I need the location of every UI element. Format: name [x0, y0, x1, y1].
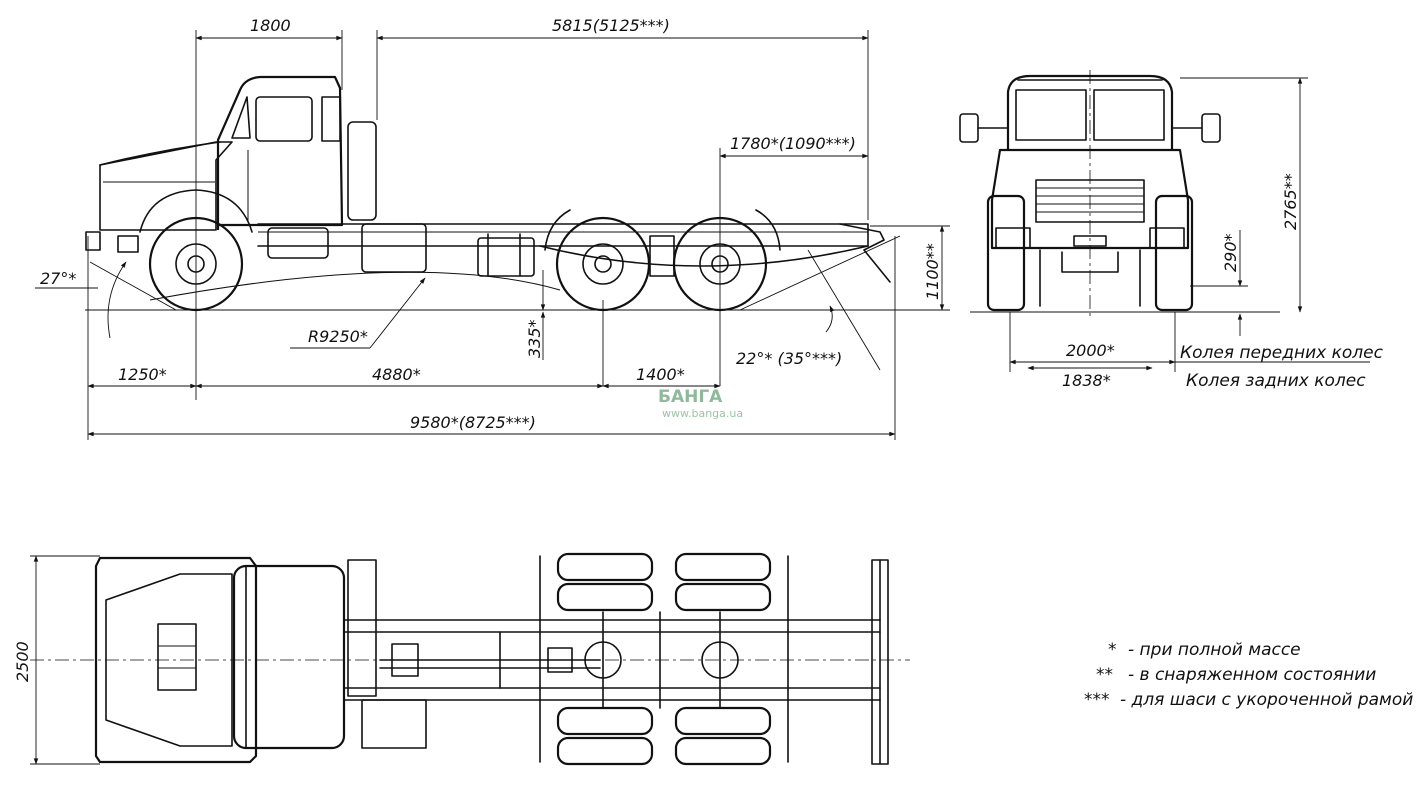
label-track-front: Колея передних колес	[1180, 343, 1384, 363]
rear-wheel-1	[544, 209, 651, 312]
dim-track-front: 2000*	[1066, 341, 1115, 360]
dim-track-rear: 1838*	[1062, 371, 1111, 390]
legend-text-3: - для шаси с укороченной рамой	[1120, 690, 1413, 710]
dim-frame-height: 1100**	[923, 243, 942, 300]
legend-mark-1: *	[1108, 640, 1117, 660]
watermark-url: www.banga.ua	[662, 407, 743, 420]
dim-wheelbase: 4880*	[372, 365, 421, 384]
dim-cab-length: 1800	[250, 16, 291, 35]
front-view: 2765** 290* 2000* 1838* Колея передних к…	[959, 70, 1384, 391]
rear-wheel-2	[672, 209, 781, 312]
dim-height: 2765**	[1281, 173, 1300, 230]
dim-departure-angle: 22°* (35°***)	[736, 349, 842, 368]
dim-overall-length: 9580*(8725***)	[410, 413, 536, 432]
legend-mark-2: **	[1096, 665, 1113, 685]
legend: * - при полной массе ** - в снаряженном …	[1084, 640, 1413, 710]
dim-ground-clearance: 290*	[1221, 233, 1240, 272]
legend-mark-3: ***	[1084, 690, 1110, 710]
dim-front-overhang: 1250*	[118, 365, 167, 384]
side-view: 1800 5815(5125***) 1780*(1090***) 27°* R…	[35, 16, 950, 440]
legend-text-2: - в снаряженном состоянии	[1128, 665, 1376, 685]
dim-rear-overhang: 1780*(1090***)	[730, 134, 856, 153]
chassis-frame	[257, 223, 891, 283]
dim-turning-radius: R9250*	[308, 327, 368, 346]
label-track-rear: Колея задних колес	[1186, 371, 1366, 391]
dim-width: 2500	[13, 641, 32, 682]
top-view: 2500	[13, 552, 910, 766]
dim-bogie-base: 1400*	[636, 365, 685, 384]
watermark-logo: БАНГА www.banga.ua	[658, 387, 743, 420]
watermark-brand: БАНГА	[658, 387, 723, 407]
legend-text-1: - при полной массе	[1128, 640, 1301, 660]
cab	[85, 75, 377, 253]
dim-frame-length: 5815(5125***)	[552, 16, 670, 35]
dim-clearance-center: 335*	[525, 319, 544, 358]
dim-approach-angle: 27°*	[40, 269, 76, 288]
